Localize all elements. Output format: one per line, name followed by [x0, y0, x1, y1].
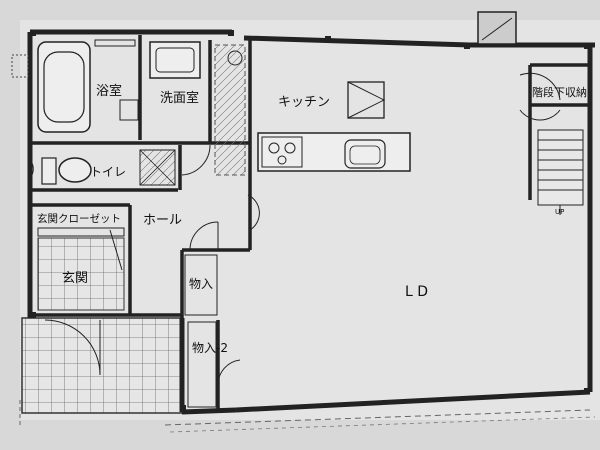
interior-walls — [30, 35, 590, 412]
room-label-stair-storage: 階段下収納 — [532, 85, 587, 99]
room-label-toilet: トイレ — [90, 165, 126, 179]
stair-up-label: UP — [555, 208, 564, 216]
site-boundary — [164, 409, 591, 426]
kitchen-counter — [257, 132, 411, 172]
room-label-storage-1: 物入 — [189, 277, 213, 291]
bathtub — [37, 41, 91, 133]
washbasin — [149, 41, 201, 79]
porch-tile — [21, 317, 183, 414]
toilet — [58, 157, 92, 183]
room-label-storage-2: 物入-2 — [192, 341, 228, 355]
storage-1 — [184, 254, 218, 316]
exterior-walls — [27, 29, 595, 415]
door-swings — [29, 72, 561, 386]
room-label-entrance: 玄関 — [62, 271, 88, 286]
room-label-entrance-closet: 玄関クローゼット — [37, 212, 121, 225]
room-label-ld: L D — [405, 284, 428, 300]
room-label-bath: 浴室 — [96, 83, 122, 99]
room-label-kitchen: キッチン — [278, 95, 330, 110]
staircase — [537, 129, 584, 215]
room-label-washroom: 洗面室 — [160, 90, 199, 106]
storage-2 — [187, 321, 217, 408]
entrance-tile — [37, 237, 125, 311]
room-label-hall: ホール — [143, 213, 182, 228]
